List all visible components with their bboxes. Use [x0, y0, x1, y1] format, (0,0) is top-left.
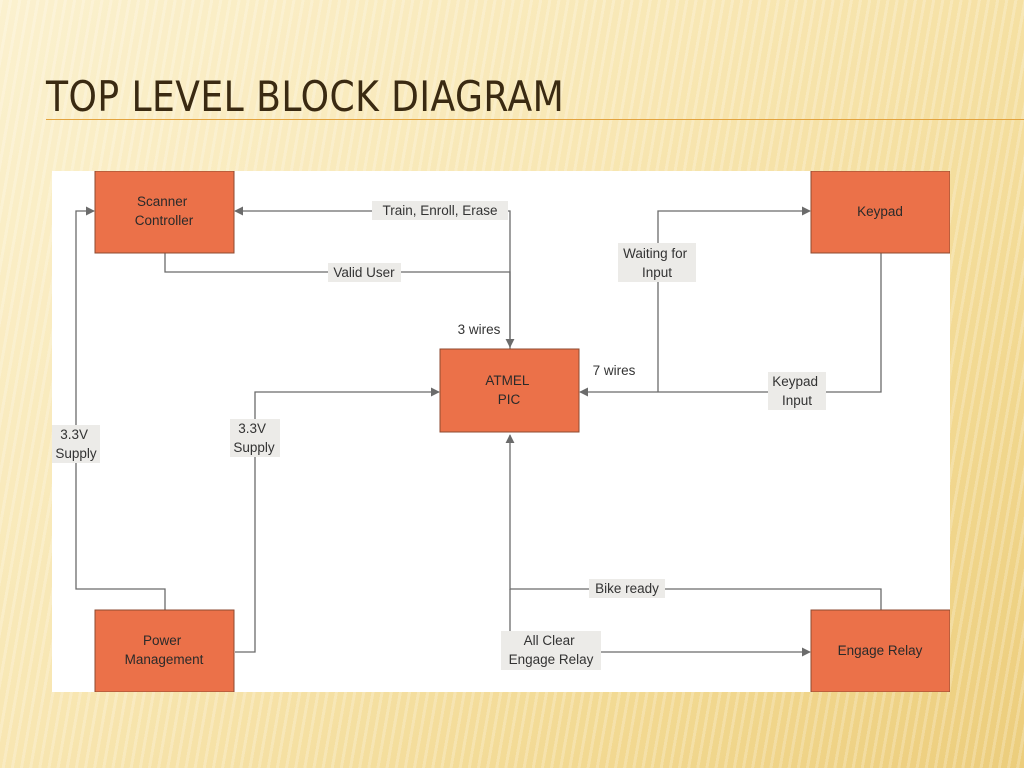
seven-wires-label: 7 wires — [593, 363, 636, 378]
atmel-pic-label: ATMEL PIC — [485, 373, 532, 407]
three-wires-label: 3 wires — [458, 322, 501, 337]
keypad-block: Keypad — [810, 171, 950, 254]
engage-relay-label: Engage Relay — [838, 643, 923, 658]
keypad-label: Keypad — [857, 204, 903, 219]
svg-text:7 wires: 7 wires — [593, 363, 636, 378]
wire-keypad-input — [579, 253, 882, 397]
keypad-input-label: Keypad Input — [768, 372, 826, 410]
wire-bike-ready — [505, 434, 882, 610]
svg-text:3.3V Supply: 3.3V Supply — [55, 427, 97, 461]
title-underline — [46, 119, 1024, 120]
svg-text:All Clear Engage Relay: All Clear Engage Relay — [509, 633, 594, 667]
svg-text:Keypad Input: Keypad Input — [772, 374, 822, 408]
wire-supply-to-scanner — [75, 206, 166, 610]
supply-left-label: 3.3V Supply — [52, 425, 100, 463]
supply-mid-label: 3.3V Supply — [230, 419, 280, 457]
atmel-pic-block: ATMEL PIC — [439, 348, 580, 433]
block-diagram: Scanner Controller Keypad ATMEL PIC Powe… — [52, 171, 950, 692]
waiting-for-input-label: Waiting for Input — [618, 243, 696, 282]
power-management-label: Power Management — [125, 633, 204, 667]
train-enroll-erase-label: Train, Enroll, Erase — [372, 201, 508, 220]
bike-ready-label: Bike ready — [589, 579, 665, 598]
engage-relay-block: Engage Relay — [810, 609, 950, 692]
svg-text:Waiting for Input: Waiting for Input — [623, 246, 691, 280]
svg-text:Train, Enroll, Erase: Train, Enroll, Erase — [382, 203, 497, 218]
wire-supply-to-pic — [235, 387, 440, 653]
scanner-controller-label: Scanner Controller — [135, 194, 194, 228]
wire-waiting-for-input — [657, 206, 811, 392]
svg-text:3.3V Supply: 3.3V Supply — [233, 421, 275, 455]
svg-text:Valid User: Valid User — [333, 265, 395, 280]
svg-text:Bike ready: Bike ready — [595, 581, 659, 596]
power-management-block: Power Management — [94, 609, 235, 692]
scanner-controller-block: Scanner Controller — [94, 171, 235, 254]
slide-title: TOP LEVEL BLOCK DIAGRAM — [46, 72, 565, 121]
svg-text:3 wires: 3 wires — [458, 322, 501, 337]
all-clear-engage-relay-label: All Clear Engage Relay — [501, 631, 601, 670]
valid-user-label: Valid User — [328, 263, 401, 282]
